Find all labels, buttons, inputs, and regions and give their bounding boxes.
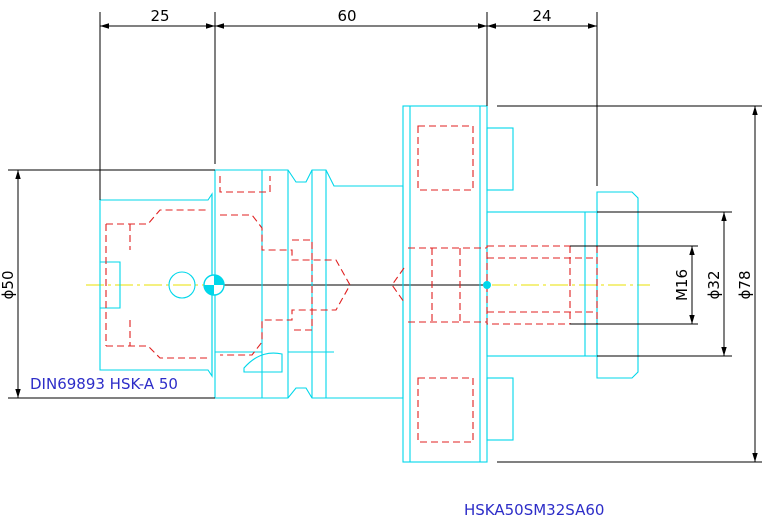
dim-label-60: 60 <box>337 7 356 25</box>
part-number-label: HSKA50SM32SA60 <box>464 501 604 519</box>
dim-label-dia50: ϕ50 <box>0 271 17 300</box>
flange-hidden-lines <box>219 176 351 356</box>
standard-label: DIN69893 HSK-A 50 <box>30 375 178 393</box>
dim-label-24: 24 <box>532 7 551 25</box>
hsk-hidden-lines <box>105 209 208 359</box>
dim-label-25: 25 <box>150 7 169 25</box>
flange-body <box>214 169 404 399</box>
dim-label-m16: M16 <box>673 269 691 301</box>
gauge-point-fill <box>204 275 224 295</box>
adapter-disk <box>402 105 514 463</box>
adapter-hidden-lines <box>391 125 487 443</box>
dim-label-dia32: ϕ32 <box>705 271 723 300</box>
extension-lines <box>8 12 762 463</box>
center-marker <box>483 281 491 289</box>
dim-label-dia78: ϕ78 <box>736 271 754 300</box>
